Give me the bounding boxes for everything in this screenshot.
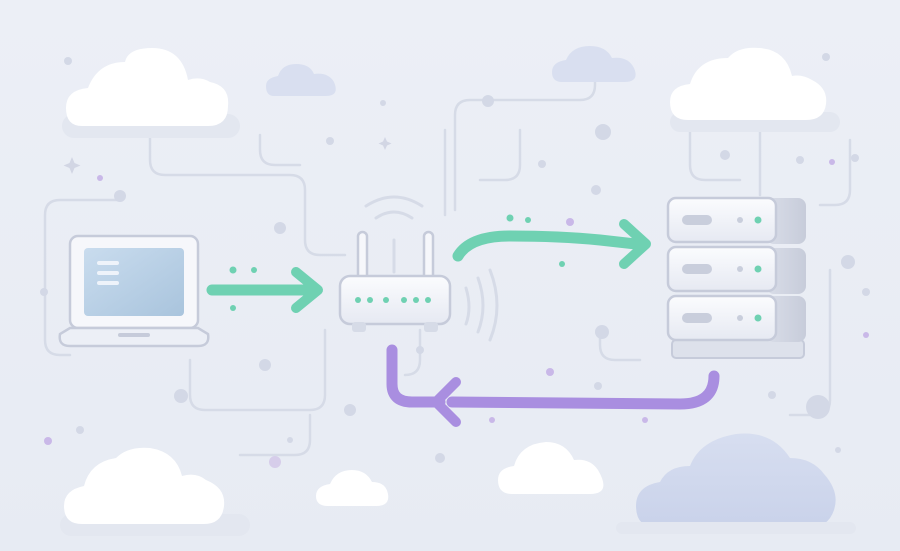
cloud-bottom-left — [60, 447, 250, 536]
cloud-bottom-center-right — [498, 442, 604, 494]
sparkle-icon — [63, 137, 392, 174]
cloud-top-center — [266, 64, 336, 96]
arrow-router-to-server — [452, 214, 651, 269]
server-unit-3 — [666, 294, 778, 342]
server-rack-icon — [666, 196, 806, 359]
cloud-bottom-center — [316, 470, 389, 506]
cloud-top-middle-right — [552, 46, 636, 82]
arrow-server-to-router — [386, 344, 720, 427]
server-unit-2 — [666, 245, 778, 293]
arrow-laptop-to-router — [206, 266, 323, 313]
cloud-top-left — [62, 48, 240, 138]
cloud-top-right — [670, 47, 840, 132]
laptop-icon — [58, 234, 210, 348]
cloud-bottom-right — [616, 433, 856, 534]
wifi-router-icon — [338, 195, 499, 342]
server-unit-1 — [666, 196, 778, 244]
circuit-lines — [43, 68, 852, 502]
